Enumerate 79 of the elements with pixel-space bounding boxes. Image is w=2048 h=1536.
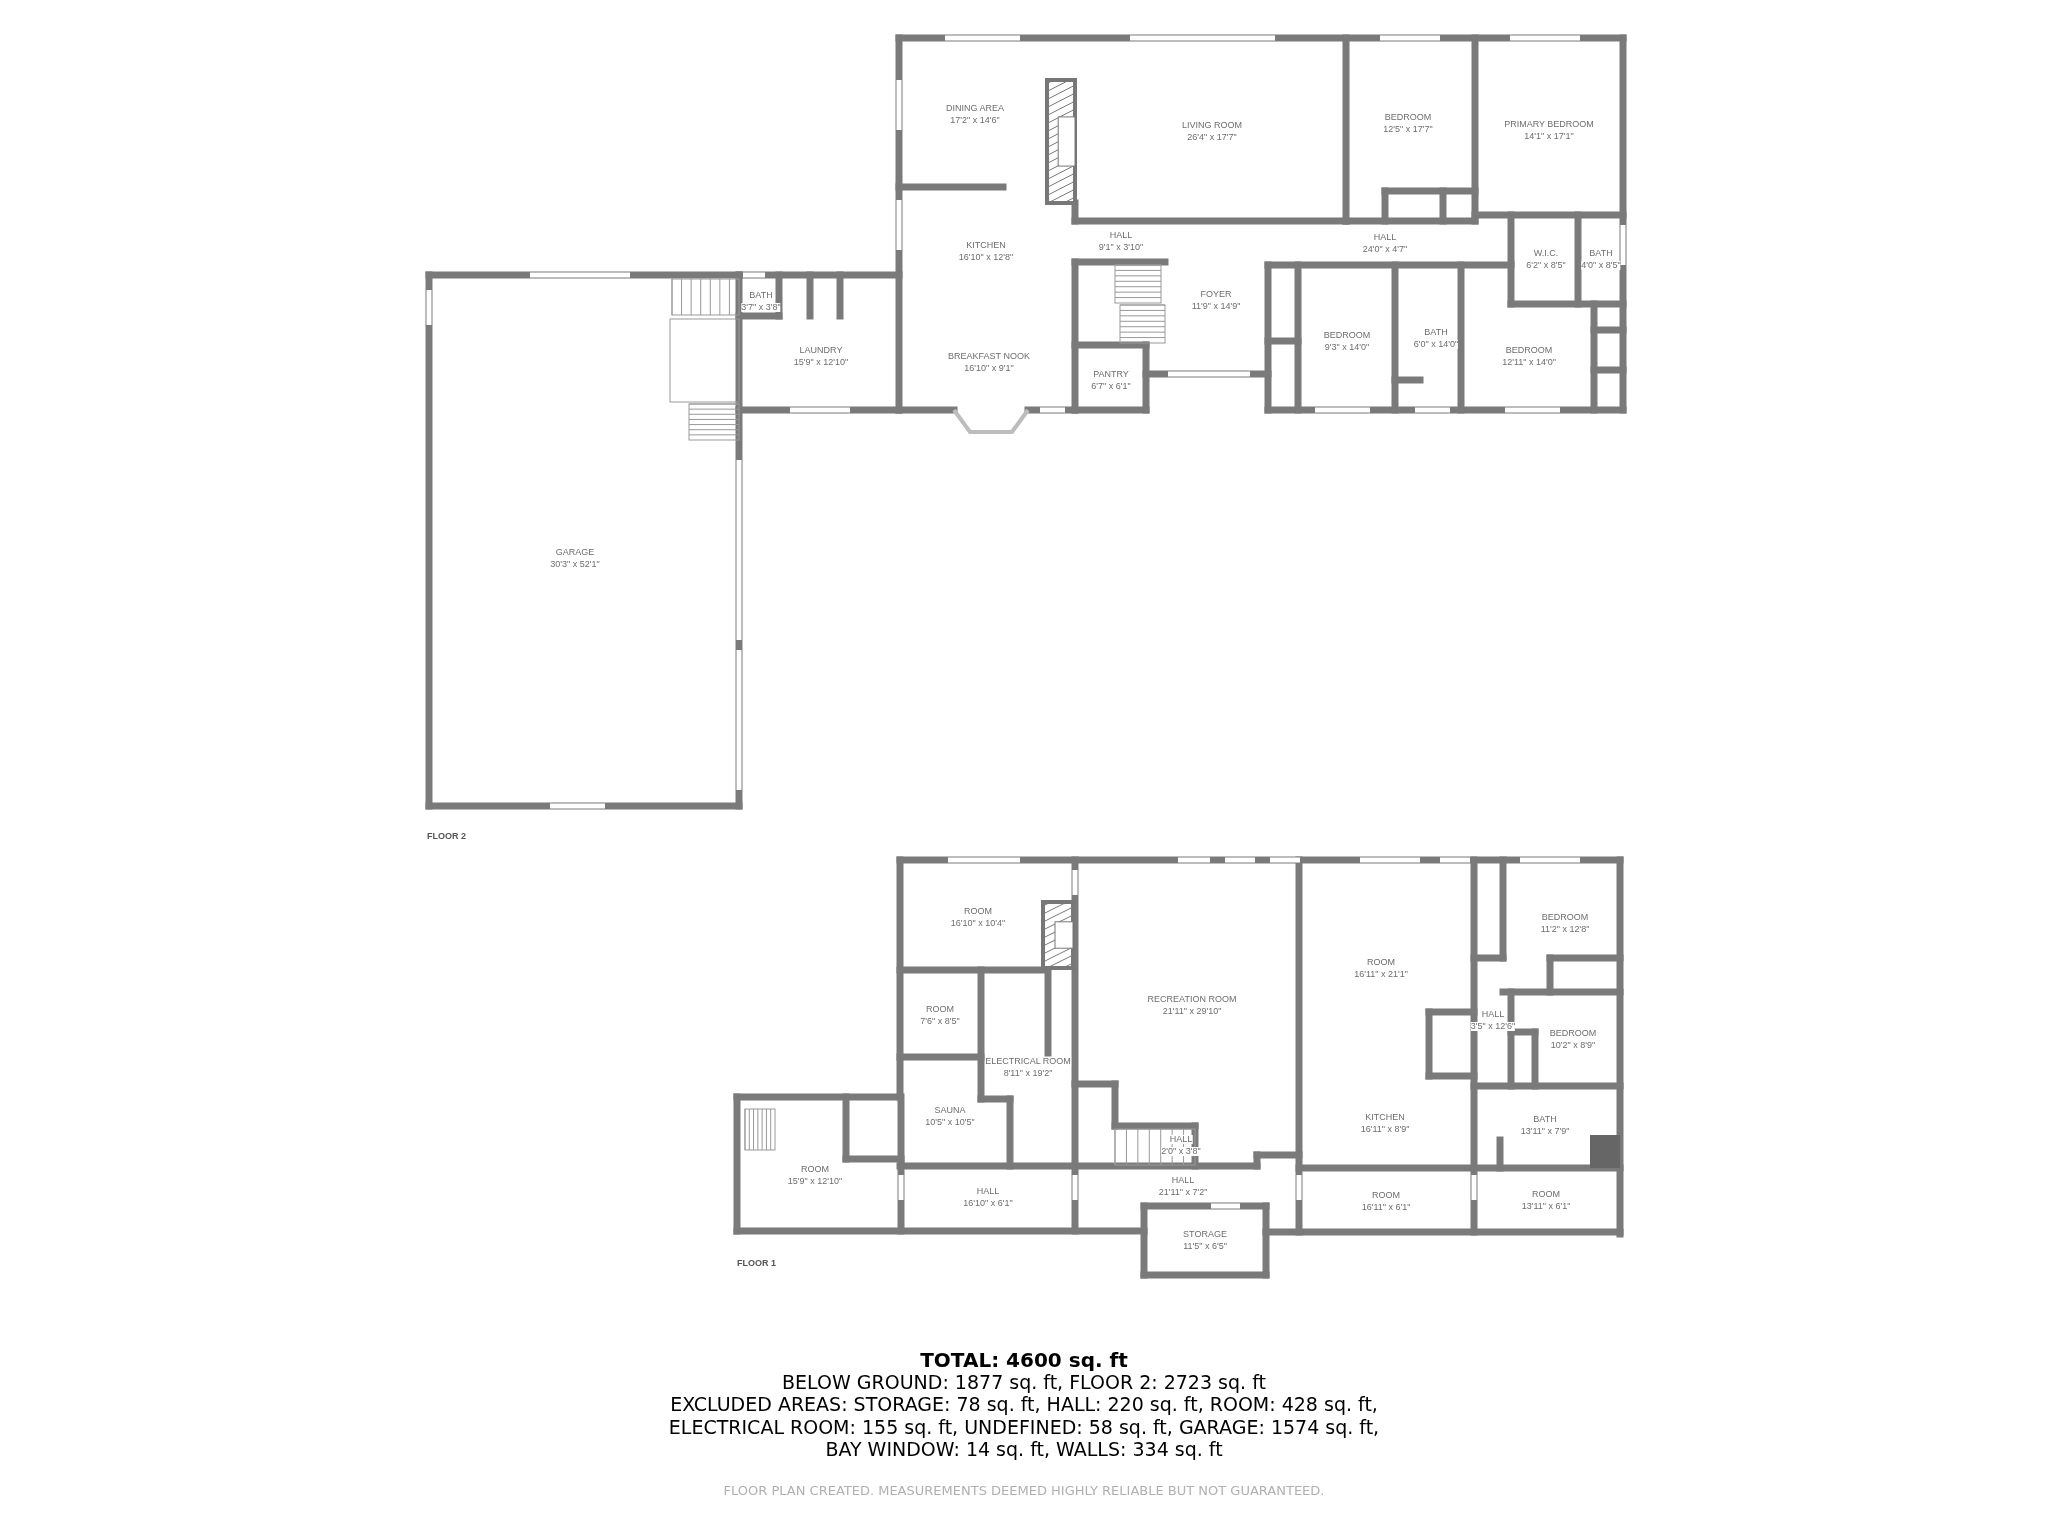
room-name: BATH [1424,328,1448,337]
room-dimensions: 16'10" x 12'8" [958,253,1014,262]
room-name: ROOM [1367,958,1395,967]
room-name: BEDROOM [1541,913,1589,922]
room-name: HALL [1109,231,1133,240]
room-dimensions: 3'5" x 12'6" [1470,1022,1516,1031]
room-name: GARAGE [555,548,595,557]
room-dimensions: 10'2" x 8'9" [1550,1041,1596,1050]
room-dimensions: 7'6" x 8'5" [920,1017,960,1026]
room-dimensions: 21'11" x 7'2" [1158,1188,1208,1197]
room-name: BEDROOM [1384,113,1432,122]
room-dimensions: 11'9" x 14'9" [1191,302,1241,311]
room-dimensions: 21'11" x 29'10" [1162,1007,1222,1016]
room-dimensions: 16'11" x 6'1" [1361,1203,1411,1212]
area-summary: BELOW GROUND: 1877 sq. ft, FLOOR 2: 2723 sq. ft [782,1372,1266,1392]
room-name: HALL [1169,1135,1193,1144]
room-dimensions: 16'10" x 6'1" [963,1199,1013,1208]
room-dimensions: 12'11" x 14'0" [1502,358,1556,367]
room-dimensions: 11'2" x 12'8" [1540,925,1590,934]
room-name: BATH [749,291,773,300]
area-summary: EXCLUDED AREAS: STORAGE: 78 sq. ft, HALL: 220 sq. ft, ROOM: 428 sq. ft, [670,1395,1378,1414]
room-dimensions: 9'3" x 14'0" [1324,343,1370,352]
room-name: LIVING ROOM [1182,121,1242,130]
room-name: RECREATION ROOM [1147,995,1237,1004]
total-area: TOTAL: 4600 sq. ft [920,1350,1128,1370]
room-name: DINING AREA [946,104,1004,113]
floor-label: FLOOR 2 [427,832,466,841]
room-dimensions: 6'2" x 8'5" [1526,261,1566,270]
room-dimensions: 13'11" x 6'1" [1521,1202,1571,1211]
disclaimer-note: FLOOR PLAN CREATED. MEASUREMENTS DEEMED HIGHLY RELIABLE BUT NOT GUARANTEED. [723,1484,1325,1497]
room-dimensions: 15'9" x 12'10" [793,358,849,367]
room-dimensions: 9'1" x 3'10" [1098,243,1144,252]
room-name: FOYER [1200,290,1232,299]
room-dimensions: 4'0" x 8'5" [1581,261,1621,270]
room-dimensions: 6'0" x 14'0" [1413,340,1459,349]
room-dimensions: 16'11" x 8'9" [1360,1125,1410,1134]
room-name: HALL [976,1187,1000,1196]
room-name: KITCHEN [966,241,1006,250]
room-dimensions: 11'5" x 6'5" [1183,1242,1227,1251]
room-dimensions: 13'11" x 7'9" [1520,1127,1570,1136]
room-name: BEDROOM [1505,346,1553,355]
room-dimensions: 10'5" x 10'5" [925,1118,975,1127]
room-name: KITCHEN [1365,1113,1405,1122]
room-dimensions: 26'4" x 17'7" [1187,133,1237,142]
room-name: BATH [1533,1115,1557,1124]
floor-label: FLOOR 1 [737,1259,776,1268]
room-dimensions: 12'5" x 17'7" [1383,125,1433,134]
room-name: W.I.C. [1533,249,1559,258]
room-name: BEDROOM [1549,1029,1597,1038]
room-name: ROOM [926,1005,954,1014]
area-summary: ELECTRICAL ROOM: 155 sq. ft, UNDEFINED: 58 sq. ft, GARAGE: 1574 sq. ft, [668,1417,1380,1437]
room-name: ROOM [801,1165,829,1174]
room-dimensions: 15'9" x 12'10" [787,1177,843,1186]
room-name: ROOM [964,907,992,916]
room-name: BATH [1589,249,1613,258]
room-dimensions: 16'10" x 9'1" [964,364,1014,373]
room-dimensions: 6'7" x 6'1" [1091,382,1131,391]
room-dimensions: 8'11" x 19'2" [1003,1069,1053,1078]
room-name: HALL [1373,233,1397,242]
room-name: ELECTRICAL ROOM [985,1057,1071,1066]
room-dimensions: 16'10" x 10'4" [950,919,1006,928]
room-name: STORAGE [1183,1230,1227,1239]
room-name: ROOM [1532,1190,1560,1199]
room-dimensions: 16'11" x 21'1" [1354,970,1408,979]
room-name: HALL [1171,1176,1195,1185]
room-name: SAUNA [934,1106,966,1115]
area-summary: BAY WINDOW: 14 sq. ft, WALLS: 334 sq. ft [825,1440,1223,1459]
room-name: PANTRY [1093,370,1129,379]
room-name: ROOM [1372,1191,1400,1200]
room-name: BEDROOM [1323,331,1371,340]
room-dimensions: 14'1" x 17'1" [1524,132,1574,141]
room-dimensions: 30'3" x 52'1" [550,560,600,569]
room-dimensions: 24'0" x 4'7" [1362,245,1408,254]
room-name: HALL [1481,1010,1505,1019]
room-name: LAUNDRY [799,346,843,355]
room-name: PRIMARY BEDROOM [1504,120,1594,129]
room-name: BREAKFAST NOOK [948,352,1030,361]
room-dimensions: 17'2" x 14'6" [950,116,1000,125]
room-dimensions: 2'0" x 3'8" [1161,1147,1201,1156]
